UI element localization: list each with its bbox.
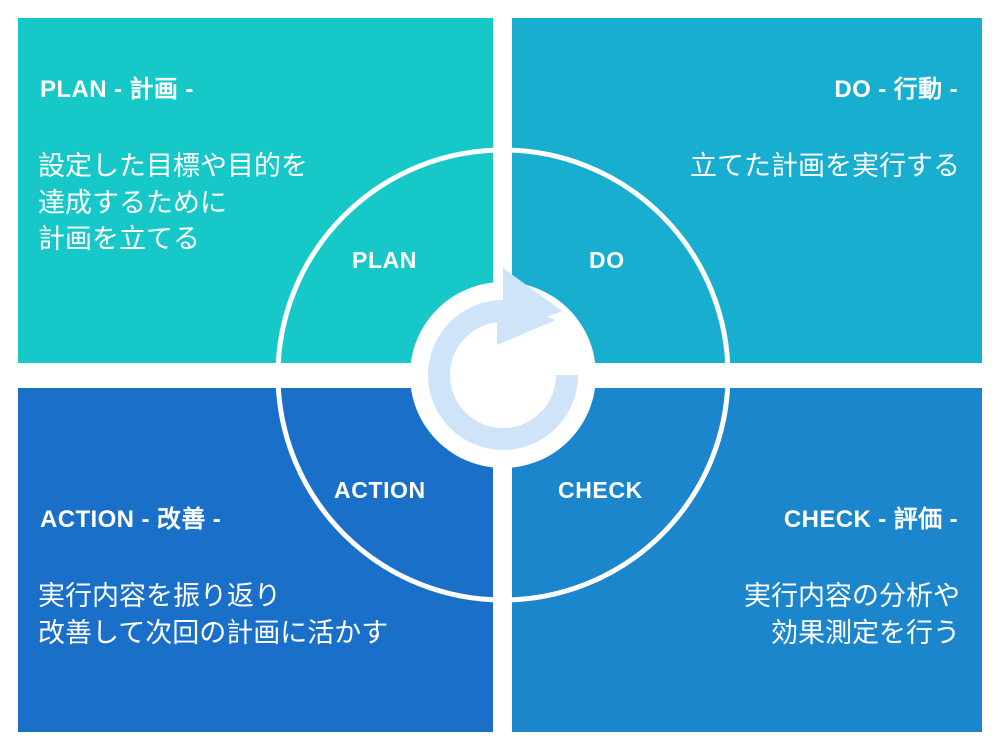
quadrant-plan-heading: PLAN - 計画 -: [40, 76, 194, 103]
quadrant-action-heading: ACTION - 改善 -: [40, 506, 222, 533]
ring-label-plan: PLAN: [352, 247, 418, 273]
quadrant-do-heading: DO - 行動 -: [834, 76, 958, 103]
quadrant-do[interactable]: DO - 行動 - 立てた計画を実行する: [512, 18, 982, 363]
quadrant-do-body: 立てた計画を実行する: [690, 151, 960, 181]
quadrant-check[interactable]: CHECK - 評価 - 実行内容の分析や 効果測定を行う: [512, 388, 982, 732]
ring-label-check: CHECK: [558, 477, 643, 503]
ring-label-action: ACTION: [334, 477, 426, 503]
quadrant-check-body: 実行内容の分析や 効果測定を行う: [744, 581, 960, 648]
quadrant-plan-body: 設定した目標や目的を 達成するために 計画を立てる: [38, 151, 308, 255]
quadrant-action-body: 実行内容を振り返り 改善して次回の計画に活かす: [38, 581, 389, 648]
ring-label-do: DO: [589, 247, 625, 273]
quadrant-action[interactable]: ACTION - 改善 - 実行内容を振り返り 改善して次回の計画に活かす: [18, 388, 493, 732]
quadrant-check-heading: CHECK - 評価 -: [783, 506, 958, 533]
quadrant-plan[interactable]: PLAN - 計画 - 設定した目標や目的を 達成するために 計画を立てる: [18, 18, 493, 363]
